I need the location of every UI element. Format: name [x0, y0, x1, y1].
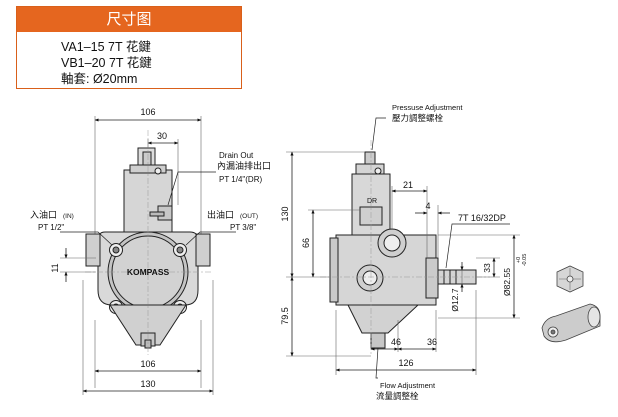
dim-bottom-106: 106: [140, 359, 155, 369]
outlet-pt: PT 3/8": [230, 223, 256, 232]
drain-label-en: Drain Out: [219, 151, 254, 160]
drain-label-cn: 內漏油排出口: [217, 160, 271, 171]
spec-line-2: VB1–20 7T 花鍵: [61, 56, 152, 70]
spec-title: 尺寸图: [17, 7, 241, 32]
tol-lower: -0.05: [522, 254, 528, 267]
dim-21: 21: [403, 180, 413, 190]
spec-box: 尺寸图 VA1–15 7T 花鍵 VB1–20 7T 花鍵 軸套: Ø20mm: [16, 6, 242, 89]
dim-46: 46: [391, 337, 401, 347]
dim-79-5: 79.5: [280, 307, 290, 325]
flow-label-en: Flow Adjustment: [380, 381, 436, 390]
outlet-tag: (OUT): [240, 213, 258, 220]
dim-11: 11: [50, 263, 60, 272]
tol-upper: +0: [516, 257, 522, 263]
dim-33: 33: [482, 263, 492, 273]
pressure-label-en: Pressuse Adjustment: [392, 103, 463, 112]
pump-iso-icon: [541, 265, 601, 343]
spec-line-1: VA1–15 7T 花鍵: [61, 40, 151, 54]
dr-label: DR: [367, 198, 377, 205]
dim-dia-82-55: Ø82.55: [502, 268, 512, 296]
brand-logo: KOMPASS: [127, 267, 170, 277]
front-view: [60, 116, 236, 395]
inlet-pt: PT 1/2": [38, 223, 64, 232]
dim-126: 126: [398, 358, 413, 368]
dim-4: 4: [425, 201, 430, 211]
inlet-tag: (IN): [63, 213, 74, 220]
drain-pt: PT 1/4"(DR): [219, 175, 262, 184]
side-view: [286, 117, 520, 379]
spec-line-3: 軸套: Ø20mm: [61, 72, 138, 86]
dim-dia-12-7: Ø12.7: [450, 288, 460, 311]
dim-36: 36: [427, 337, 437, 347]
dim-30: 30: [157, 131, 167, 141]
dim-130-side: 130: [280, 206, 290, 221]
dim-top-106: 106: [140, 107, 155, 117]
inlet-label-cn: 入油口: [30, 209, 57, 220]
outlet-label-cn: 出油口: [207, 209, 234, 220]
spline-label: 7T 16/32DP: [458, 213, 506, 223]
dim-bottom-130: 130: [140, 379, 155, 389]
flow-label-cn: 流量調整栓: [376, 391, 419, 401]
pressure-label-cn: 壓力調整螺栓: [392, 113, 444, 123]
dim-66: 66: [301, 238, 311, 248]
